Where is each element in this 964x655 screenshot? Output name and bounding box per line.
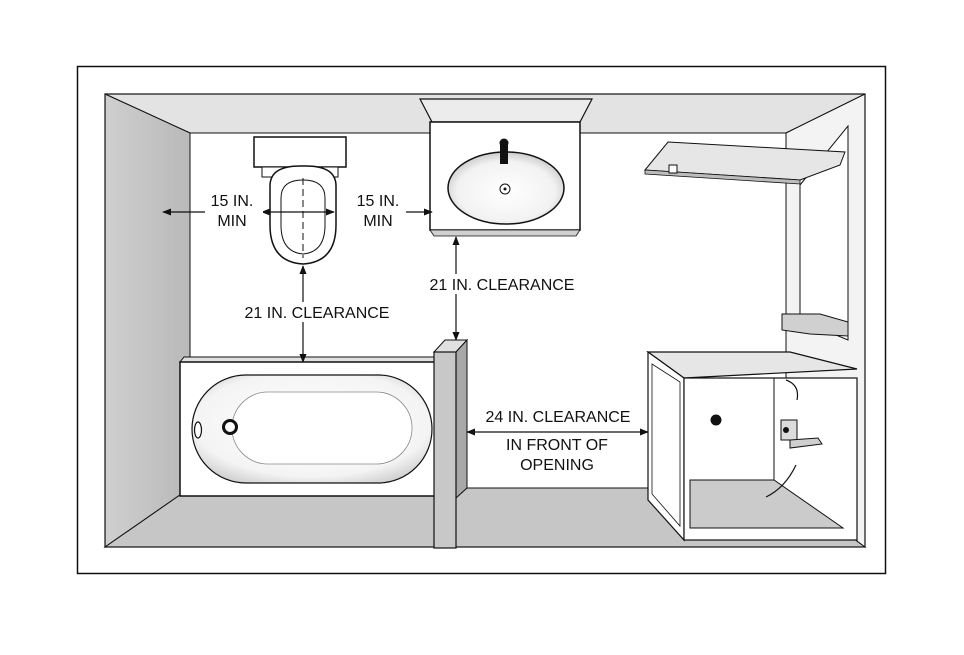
label-shower-in-front-of: IN FRONT OF	[506, 437, 608, 454]
faucet	[500, 142, 508, 164]
shower-stall	[646, 350, 858, 542]
shower-head-fixture	[643, 141, 846, 185]
label-toilet-right-dim: 15 IN.	[357, 193, 400, 210]
label-toilet-front-clearance: 21 IN. CLEARANCE	[245, 305, 390, 322]
left-wall	[104, 93, 191, 548]
shower-drain	[710, 414, 722, 426]
label-shower-opening: OPENING	[520, 457, 594, 474]
shower-valve	[780, 419, 823, 449]
partition-wall	[432, 338, 469, 549]
bathtub	[178, 356, 439, 497]
label-shower-clearance: 24 IN. CLEARANCE	[486, 409, 631, 426]
bathtub-drain	[222, 419, 238, 435]
label-toilet-right-min: MIN	[363, 213, 392, 230]
label-sink-front-clearance: 21 IN. CLEARANCE	[430, 277, 575, 294]
room-outline	[104, 93, 866, 548]
sink-vanity	[419, 98, 593, 237]
vanity-top	[419, 98, 593, 123]
wall-shelf	[781, 313, 849, 337]
label-toilet-left-min: MIN	[217, 213, 246, 230]
shower-floor	[689, 479, 845, 529]
toilet-tank	[253, 136, 347, 168]
label-toilet-left-dim: 15 IN.	[211, 193, 254, 210]
wall-recess	[799, 124, 849, 341]
labels: 15 IN. MIN 15 IN. MIN 21 IN. CLEARANCE 2…	[205, 192, 645, 474]
